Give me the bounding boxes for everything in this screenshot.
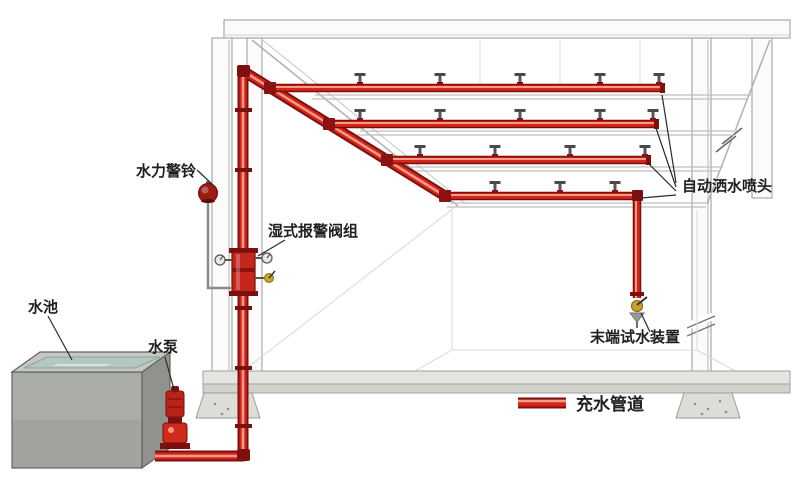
end-test-device — [628, 296, 648, 328]
trim-valve-icon — [255, 270, 276, 283]
branch-pipes — [270, 83, 662, 201]
left-back-column — [246, 37, 263, 373]
leader-alarm-bell — [196, 169, 214, 186]
sprinkler-head — [354, 73, 366, 85]
break-mark-icon — [686, 312, 716, 337]
leader-sprinkler-2 — [655, 127, 677, 188]
sprinkler-head — [609, 181, 621, 193]
pump — [160, 386, 190, 449]
riser-and-feed-main — [155, 65, 448, 462]
water-tank — [10, 350, 172, 470]
sprinkler-head — [554, 181, 566, 193]
leader-pump — [164, 356, 176, 394]
water-surface — [23, 356, 161, 369]
test-drop-pipe — [632, 196, 642, 298]
sprinkler-head — [434, 73, 446, 85]
leader-sprinkler-1 — [661, 94, 677, 184]
alarm-bell — [198, 181, 232, 290]
ceiling-right-edge — [706, 39, 771, 205]
leader-water-tank — [47, 315, 73, 361]
sprinkler-head — [514, 109, 526, 121]
sprinkler-head — [489, 181, 501, 193]
leader-sprinkler-3 — [647, 162, 677, 192]
pressure-gauge-icon — [214, 254, 232, 266]
roof-beam — [223, 19, 791, 39]
inner-wall-lines — [246, 207, 736, 372]
wet-alarm-valve — [214, 248, 276, 296]
sprinkler-head — [594, 109, 606, 121]
sprinkler-head — [414, 145, 426, 157]
sprinkler-head — [434, 109, 446, 121]
floor — [195, 370, 791, 419]
break-mark-icon — [715, 124, 748, 153]
label-sprinkler-heads: 自动洒水喷头 — [682, 177, 772, 195]
legend-pipe-sample — [518, 397, 566, 409]
label-water-tank: 水池 — [28, 298, 58, 316]
sprinkler-head — [594, 73, 606, 85]
label-wet-valve: 湿式报警阀组 — [268, 222, 358, 240]
legend-pipe-label: 充水管道 — [576, 394, 644, 414]
pipe-fittings — [235, 65, 665, 461]
pressure-gauge-icon — [255, 252, 273, 264]
right-footing — [675, 392, 741, 419]
far-right-column — [751, 37, 773, 199]
leader-wet-valve — [257, 239, 286, 257]
label-pump: 水泵 — [148, 338, 178, 356]
ceiling-joists — [312, 40, 751, 208]
leader-end-test — [640, 312, 651, 333]
label-end-test: 末端试水装置 — [590, 328, 680, 346]
leader-lines — [47, 94, 677, 394]
sprinkler-head — [514, 73, 526, 85]
labels: 水力警铃 湿式报警阀组 水池 水泵 自动洒水喷头 末端试水装置 — [28, 162, 772, 356]
leader-sprinkler-4 — [640, 194, 677, 199]
legend: 充水管道 — [518, 394, 644, 414]
label-alarm-bell: 水力警铃 — [136, 162, 197, 180]
sprinkler-head — [564, 145, 576, 157]
sprinkler-head — [489, 145, 501, 157]
left-footing — [195, 392, 261, 419]
